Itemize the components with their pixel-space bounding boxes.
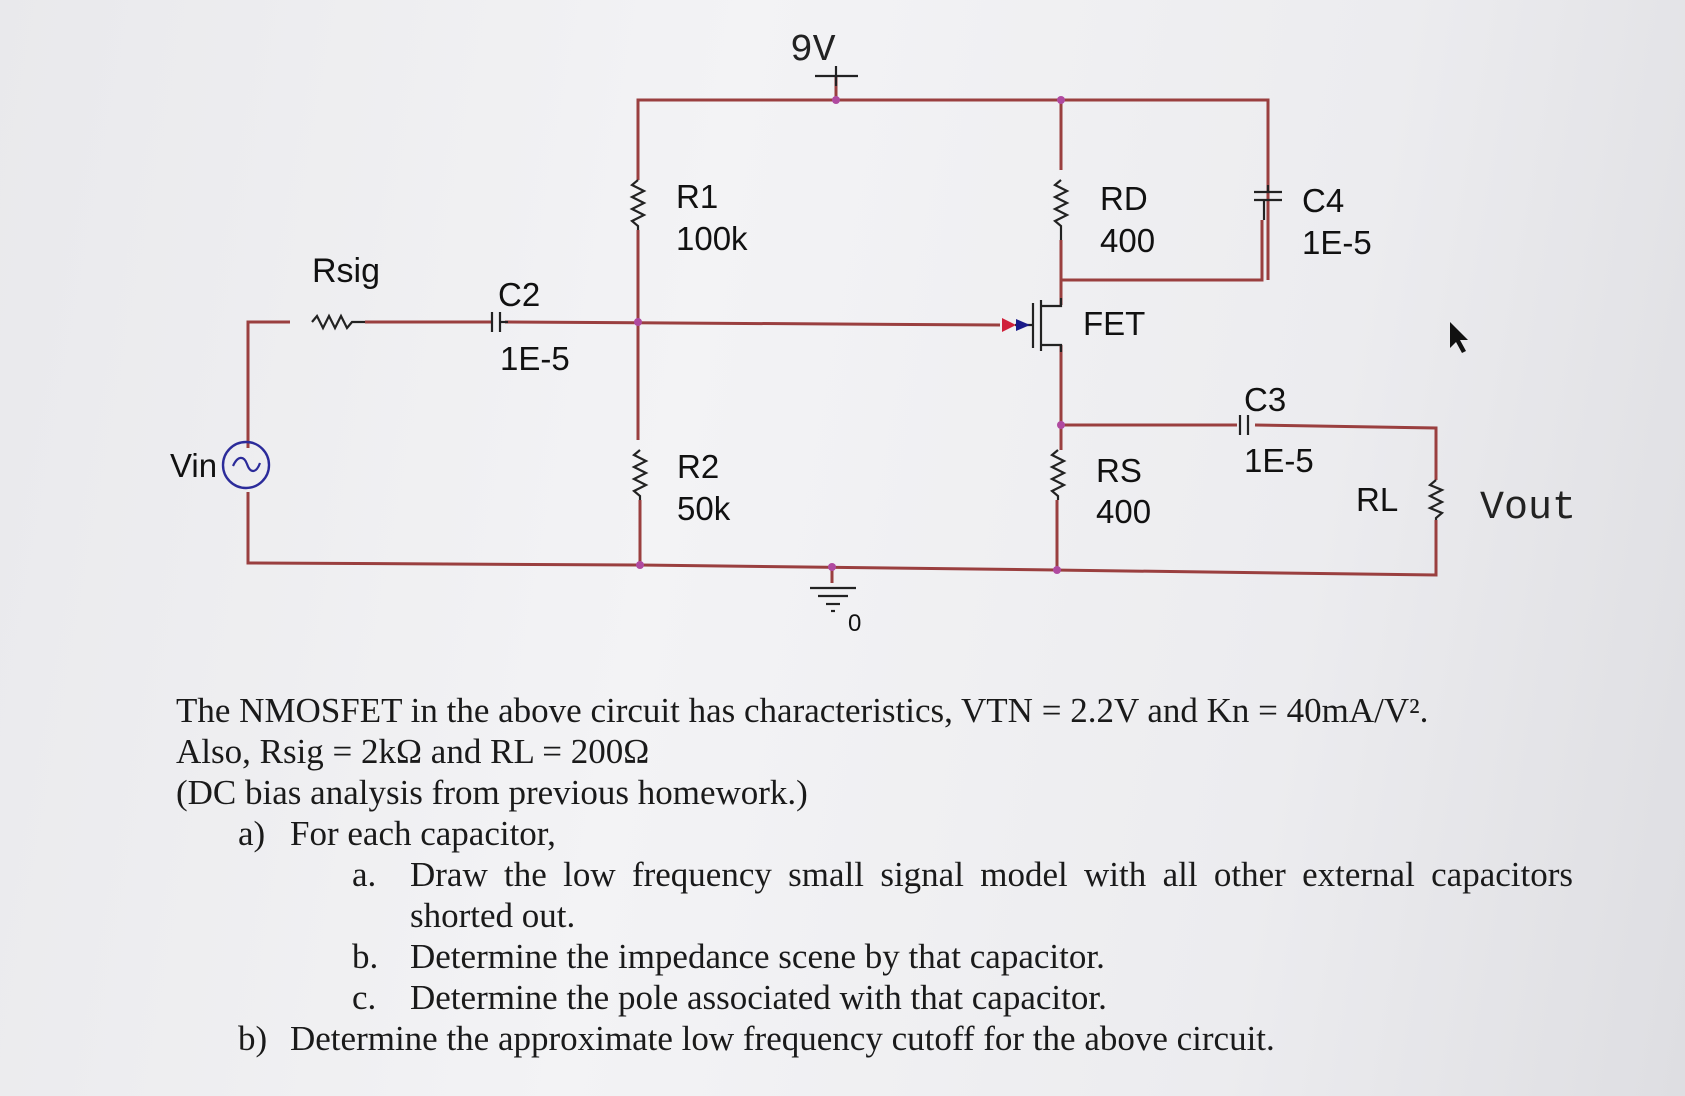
rs-value: 400 — [1096, 493, 1151, 530]
fet-name: FET — [1083, 305, 1145, 342]
resistor-r1: R1 100k — [629, 178, 748, 257]
sub-item-c: c. Determine the pole associated with th… — [352, 977, 1596, 1018]
vout-label: Vout — [1480, 486, 1576, 531]
sub-item-b: b. Determine the impedance scene by that… — [352, 936, 1596, 977]
problem-statement: The NMOSFET in the above circuit has cha… — [176, 690, 1596, 1059]
question-b-marker: b) — [238, 1019, 268, 1058]
r1-value: 100k — [676, 220, 748, 257]
resistor-rs: RS 400 — [1049, 449, 1151, 530]
rl-name: RL — [1356, 481, 1398, 518]
r2-name: R2 — [677, 448, 719, 485]
question-a-text: For each capacitor, — [290, 814, 556, 853]
r1-name: R1 — [676, 178, 718, 215]
resistor-rsig: Rsig — [311, 252, 380, 331]
question-b: b) Determine the approximate low frequen… — [238, 1018, 1596, 1059]
resistor-rl: RL — [1356, 479, 1445, 520]
supply-symbol: 9V — [790, 29, 858, 86]
c3-value: 1E-5 — [1244, 442, 1314, 479]
sub-item-b-marker: b. — [352, 937, 379, 976]
c4-value: 1E-5 — [1302, 224, 1372, 261]
problem-line-1: The NMOSFET in the above circuit has cha… — [176, 691, 1429, 730]
capacitor-c2: C2 1E-5 — [490, 276, 570, 377]
sub-item-c-text: Determine the pole associated with that … — [410, 978, 1107, 1017]
problem-line-2: Also, Rsig = 2kΩ and RL = 200Ω — [176, 732, 650, 771]
rsig-name: Rsig — [312, 252, 380, 290]
r2-value: 50k — [677, 490, 731, 527]
vin-name: Vin — [170, 447, 217, 484]
resistor-rd: RD 400 — [1052, 179, 1155, 259]
capacitor-c4: C4 1E-5 — [1254, 182, 1372, 261]
sub-item-a-text: Draw the low frequency small signal mode… — [410, 855, 1573, 935]
supply-label: 9V — [790, 29, 836, 72]
question-b-text: Determine the approximate low frequency … — [290, 1019, 1275, 1058]
wires — [246, 76, 1438, 583]
question-a: a) For each capacitor, — [238, 813, 1596, 854]
capacitor-c3: C3 1E-5 — [1238, 381, 1314, 479]
gate-arrow-icon — [1002, 318, 1016, 332]
rd-name: RD — [1100, 180, 1148, 217]
c4-name: C4 — [1302, 182, 1344, 219]
sub-item-a: a. Draw the low frequency small signal m… — [352, 854, 1596, 936]
junction-nodes — [634, 96, 1065, 574]
sub-item-b-text: Determine the impedance scene by that ca… — [410, 937, 1105, 976]
circuit-schematic: 9V 0 R1 100k R2 50k RD 400 RS 400 RL Rsi… — [170, 29, 1576, 637]
fet-transistor: FET — [1002, 298, 1145, 352]
sub-item-c-marker: c. — [352, 978, 377, 1017]
sub-item-a-marker: a. — [352, 855, 377, 894]
ground-symbol: 0 — [810, 586, 861, 637]
problem-line-3: (DC bias analysis from previous homework… — [176, 773, 808, 812]
source-vin: Vin — [170, 440, 271, 490]
c2-value: 1E-5 — [500, 340, 570, 377]
ground-label: 0 — [848, 610, 861, 637]
rd-value: 400 — [1100, 222, 1155, 259]
c2-name: C2 — [498, 276, 540, 313]
rs-name: RS — [1096, 452, 1142, 489]
c3-name: C3 — [1244, 381, 1286, 418]
mouse-pointer-icon — [1450, 322, 1468, 353]
question-a-marker: a) — [238, 814, 266, 853]
resistor-r2: R2 50k — [631, 448, 731, 527]
